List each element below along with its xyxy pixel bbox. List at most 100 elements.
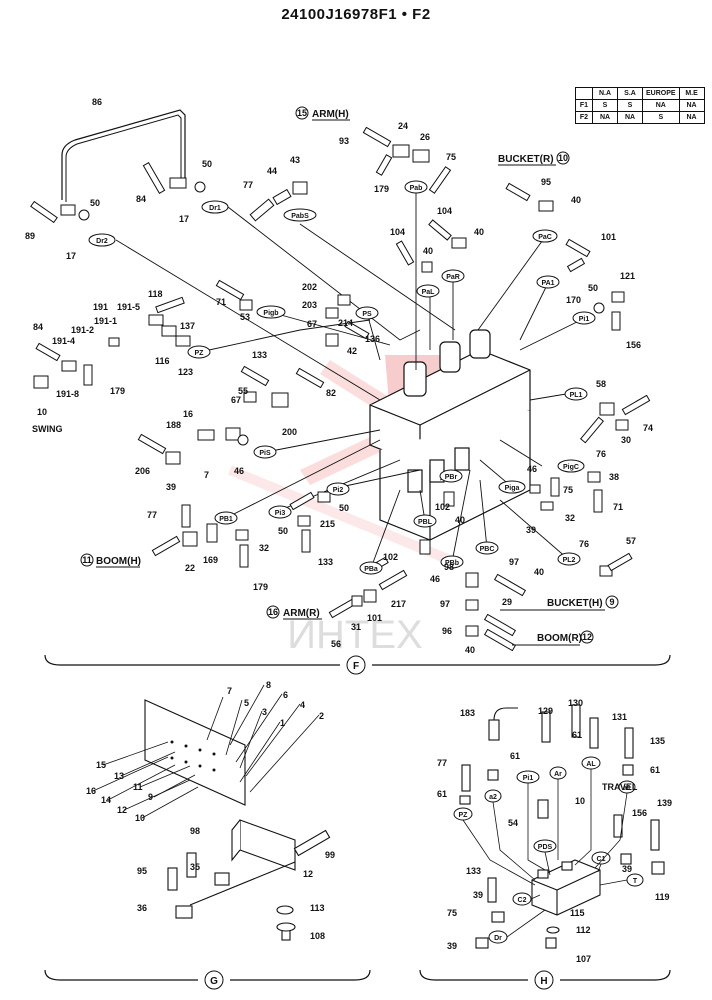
part-number: 71 — [613, 502, 623, 512]
part-number: 42 — [347, 346, 357, 356]
port-pa1: PA1 — [541, 280, 554, 287]
part-number: 61 — [437, 789, 447, 799]
part-number: 156 — [626, 340, 641, 350]
port-pl2: PL2 — [563, 557, 576, 564]
port-pigb: Pigb — [263, 310, 278, 317]
port-pal: PaL — [422, 289, 436, 296]
part-number: 133 — [466, 866, 481, 876]
part-number: 40 — [465, 645, 475, 655]
part-number: 6 — [283, 690, 288, 700]
part-number: 44 — [267, 166, 277, 176]
part-number: 67 — [231, 395, 241, 405]
part-number: 104 — [437, 206, 452, 216]
port-pba: PBa — [364, 566, 378, 573]
port-h-dr: Dr — [494, 935, 502, 942]
part-number: 46 — [430, 574, 440, 584]
port-pbl: PBL — [418, 519, 433, 526]
part-number: 46 — [234, 466, 244, 476]
spec-table-header-row: N.A S.A EUROPE M.E — [575, 87, 705, 100]
boom-r-caption: BOOM(R) — [537, 633, 582, 644]
part-number: 40 — [474, 227, 484, 237]
part-number: 50 — [278, 526, 288, 536]
part-number: 29 — [502, 597, 512, 607]
part-number: 40 — [571, 195, 581, 205]
port-pi3: Pi3 — [275, 510, 286, 517]
part-number: 136 — [365, 334, 380, 344]
port-h-ar: Ar — [554, 771, 562, 778]
part-number: 191-4 — [52, 336, 75, 346]
part-number: 10 — [135, 813, 145, 823]
port-pis: PiS — [259, 450, 271, 457]
port-h-c2: C2 — [518, 897, 527, 904]
spec-cell: S — [642, 111, 680, 124]
port-par: PaR — [446, 274, 460, 281]
part-number: 46 — [527, 464, 537, 474]
part-number: 75 — [446, 152, 456, 162]
part-number: 71 — [216, 297, 226, 307]
port-pbc: PBC — [480, 546, 495, 553]
part-number: 76 — [579, 539, 589, 549]
part-number: 75 — [447, 908, 457, 918]
port-dr1: Dr1 — [209, 205, 221, 212]
part-number: 39 — [447, 941, 457, 951]
swing-caption: SWING — [32, 424, 63, 434]
part-number: 50 — [588, 283, 598, 293]
part-number: 169 — [203, 555, 218, 565]
part-number: 170 — [566, 295, 581, 305]
hose-86-inner — [65, 114, 182, 202]
part-number: 183 — [460, 708, 475, 718]
part-number: 93 — [339, 136, 349, 146]
part-number: 84 — [33, 322, 43, 332]
boom-h-number: 11 — [82, 555, 92, 565]
part-number: 8 — [266, 680, 271, 690]
port-pbb: PBb — [445, 560, 459, 567]
part-number: 130 — [568, 698, 583, 708]
bucket-h-caption: BUCKET(H) — [547, 598, 603, 609]
section-h-part-numbers: 183 129 130 131 135 61 61 77 61 61 10 54… — [437, 698, 672, 964]
part-number: 188 — [166, 420, 181, 430]
section-g-marker — [204, 970, 224, 990]
port-pab: Pab — [410, 185, 423, 192]
part-number: 119 — [655, 892, 670, 902]
part-number: 191-5 — [117, 302, 140, 312]
section-f-letter: F — [353, 661, 359, 672]
part-number: 77 — [243, 180, 253, 190]
part-number: 191-1 — [94, 316, 117, 326]
bucket-r-caption: BUCKET(R) — [498, 154, 554, 165]
part-number: 191 — [93, 302, 108, 312]
section-brackets — [44, 654, 671, 981]
arm-h-number: 15 — [297, 108, 307, 118]
part-number: 16 — [86, 786, 96, 796]
part-number: 75 — [563, 485, 573, 495]
part-number: 200 — [282, 427, 297, 437]
port-dr2: Dr2 — [96, 238, 108, 245]
part-number: 156 — [632, 808, 647, 818]
port-pigc: PigC — [563, 464, 579, 471]
boom-r-number: 12 — [582, 632, 592, 642]
part-number: 96 — [442, 626, 452, 636]
part-number: 61 — [650, 765, 660, 775]
part-number: 202 — [302, 282, 317, 292]
part-number: 10 — [37, 407, 47, 417]
part-number: 17 — [66, 251, 76, 261]
part-number: 40 — [455, 515, 465, 525]
part-number: 215 — [320, 519, 335, 529]
part-number: 7 — [227, 686, 232, 696]
part-number: 115 — [570, 908, 585, 918]
part-number: 57 — [626, 536, 636, 546]
section-g-part-numbers: 7 8 6 5 4 3 1 2 15 13 16 14 11 9 12 10 9… — [86, 680, 335, 941]
port-pl1: PL1 — [570, 392, 583, 399]
part-number: 97 — [509, 557, 519, 567]
part-number: 38 — [609, 472, 619, 482]
port-ps: PS — [362, 311, 372, 318]
part-number: 24 — [398, 121, 408, 131]
part-number: 30 — [621, 435, 631, 445]
spec-cell: NA — [617, 111, 643, 124]
part-number: 7 — [204, 470, 209, 480]
part-number: 61 — [510, 751, 520, 761]
port-pb1: PB1 — [219, 516, 233, 523]
part-number: 84 — [136, 194, 146, 204]
leader-lines — [115, 190, 586, 569]
part-number: 10 — [575, 796, 585, 806]
